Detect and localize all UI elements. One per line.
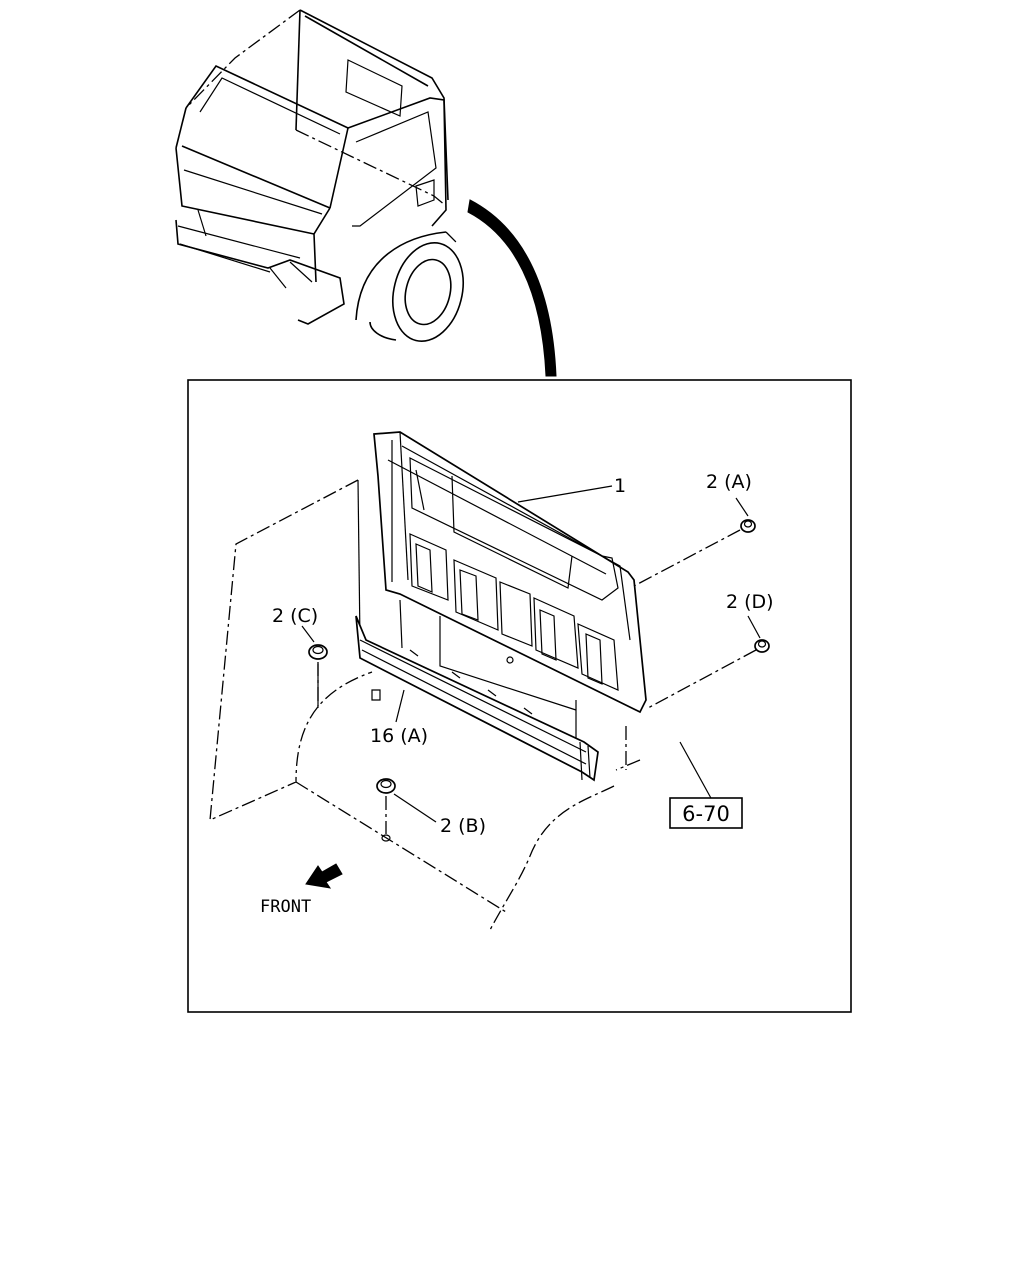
reference-label: 6-70 <box>682 802 730 826</box>
front-indicator: FRONT <box>260 863 343 917</box>
front-label: FRONT <box>260 897 311 917</box>
floor-phantom <box>295 781 507 913</box>
clip-a-part <box>740 519 756 533</box>
clip-c-part <box>308 644 328 660</box>
callout-16a: 16 (A) <box>370 725 428 747</box>
callout-2d: 2 (D) <box>726 591 774 613</box>
cab-wall-phantom <box>209 479 373 822</box>
callout-2c: 2 (C) <box>272 605 318 627</box>
detail-leader-curve <box>467 199 557 377</box>
leader-2d <box>747 615 761 639</box>
clip-b-part <box>376 778 396 842</box>
sill-part <box>355 615 599 782</box>
rear-panel-part <box>373 431 647 740</box>
arrow-down-left-icon <box>305 863 343 889</box>
reference-box[interactable]: 6-70 <box>669 797 743 829</box>
callout-1: 1 <box>614 475 626 497</box>
leader-16a <box>395 689 405 723</box>
clip-d-part <box>754 639 770 653</box>
leader-1 <box>517 485 613 503</box>
callout-2a: 2 (A) <box>706 471 752 493</box>
truck-cab-illustration <box>175 9 464 343</box>
detail-frame <box>187 379 852 1013</box>
leader-2b <box>393 793 437 823</box>
leader-2c <box>301 625 315 643</box>
leader-2a <box>735 497 749 517</box>
leader-ref <box>679 741 713 801</box>
callout-2b: 2 (B) <box>440 815 486 837</box>
